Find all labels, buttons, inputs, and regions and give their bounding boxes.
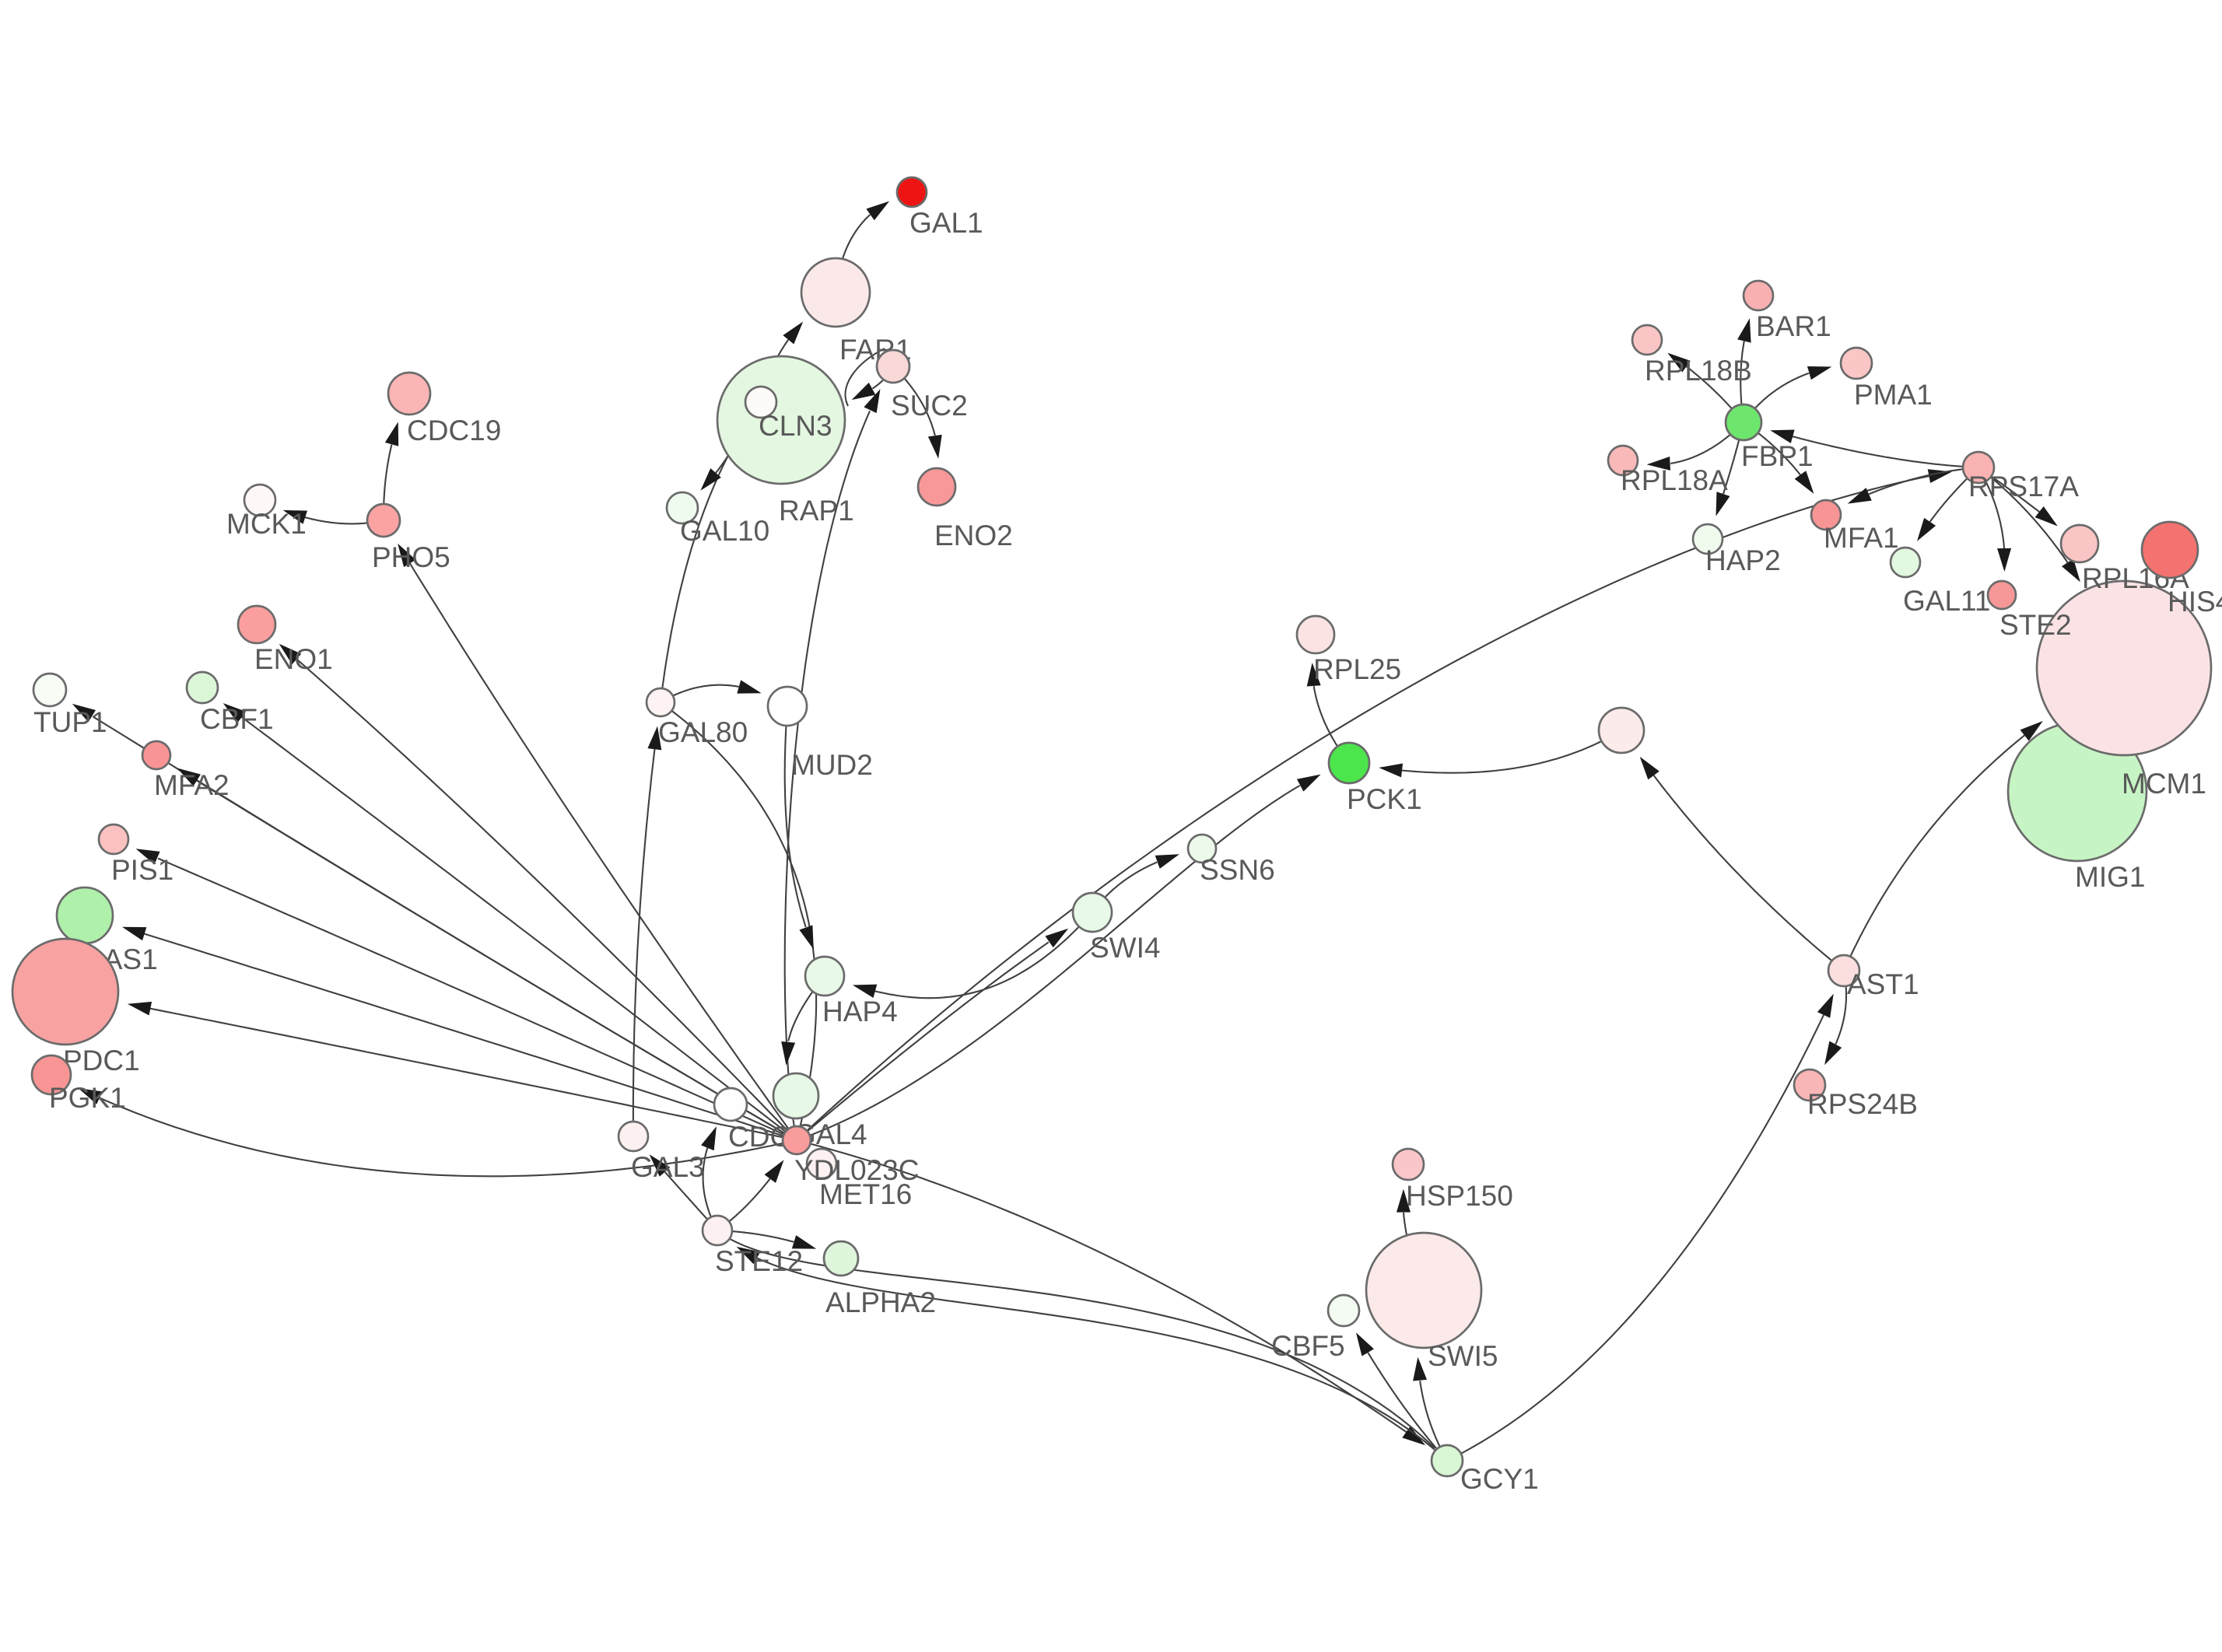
svg-text:RPL25: RPL25	[1313, 653, 1401, 685]
svg-text:CLN3: CLN3	[759, 410, 832, 442]
svg-text:MFA1: MFA1	[1824, 522, 1899, 554]
svg-text:BAR1: BAR1	[1756, 310, 1831, 342]
svg-text:GAL80: GAL80	[658, 716, 748, 748]
svg-text:GAL3: GAL3	[631, 1151, 705, 1183]
svg-text:GCY1: GCY1	[1460, 1463, 1539, 1495]
svg-text:SWI5: SWI5	[1428, 1340, 1498, 1372]
svg-text:STE12: STE12	[715, 1245, 803, 1277]
svg-text:HAP4: HAP4	[822, 996, 898, 1027]
svg-text:RPS17A: RPS17A	[1968, 471, 2079, 502]
svg-text:YDL023C: YDL023C	[794, 1154, 919, 1186]
svg-text:HSP150: HSP150	[1406, 1180, 1513, 1212]
svg-text:MFA2: MFA2	[154, 769, 230, 801]
svg-text:ENO2: ENO2	[934, 520, 1013, 551]
svg-text:MIG1: MIG1	[2075, 861, 2145, 893]
svg-text:STE2: STE2	[1999, 609, 2072, 641]
svg-text:RPS24B: RPS24B	[1807, 1088, 1918, 1120]
svg-text:HIS4: HIS4	[2168, 586, 2222, 618]
svg-text:SSN6: SSN6	[1200, 854, 1275, 886]
svg-text:PMA1: PMA1	[1854, 379, 1933, 411]
svg-text:PGK1: PGK1	[49, 1082, 126, 1114]
svg-text:AST1: AST1	[1847, 968, 1919, 1000]
svg-text:HAP2: HAP2	[1705, 544, 1781, 576]
svg-text:GAL1: GAL1	[909, 207, 983, 239]
svg-text:SWI4: SWI4	[1090, 932, 1160, 964]
svg-text:ENO1: ENO1	[254, 643, 333, 675]
svg-text:PIS1: PIS1	[111, 854, 173, 886]
svg-text:MCM1: MCM1	[2122, 768, 2206, 800]
svg-text:TUP1: TUP1	[33, 706, 107, 738]
svg-text:SUC2: SUC2	[891, 390, 968, 422]
svg-text:PDC1: PDC1	[63, 1045, 140, 1076]
svg-text:RPL18A: RPL18A	[1621, 464, 1728, 496]
svg-text:MCK1: MCK1	[226, 508, 307, 540]
svg-text:MUD2: MUD2	[791, 749, 873, 781]
svg-text:GAL10: GAL10	[680, 515, 769, 547]
svg-text:MET16: MET16	[819, 1178, 912, 1210]
svg-text:CBF5: CBF5	[1271, 1330, 1345, 1362]
svg-text:PHO5: PHO5	[372, 541, 450, 573]
svg-text:RAP1: RAP1	[779, 495, 854, 527]
svg-text:FBP1: FBP1	[1741, 440, 1814, 472]
svg-text:RPL18B: RPL18B	[1645, 355, 1752, 387]
svg-text:PCK1: PCK1	[1347, 783, 1422, 815]
svg-text:CBF1: CBF1	[200, 703, 274, 735]
svg-text:CDC19: CDC19	[407, 415, 501, 446]
svg-text:ALPHA2: ALPHA2	[825, 1286, 936, 1318]
svg-text:GAL11: GAL11	[1903, 585, 1990, 617]
